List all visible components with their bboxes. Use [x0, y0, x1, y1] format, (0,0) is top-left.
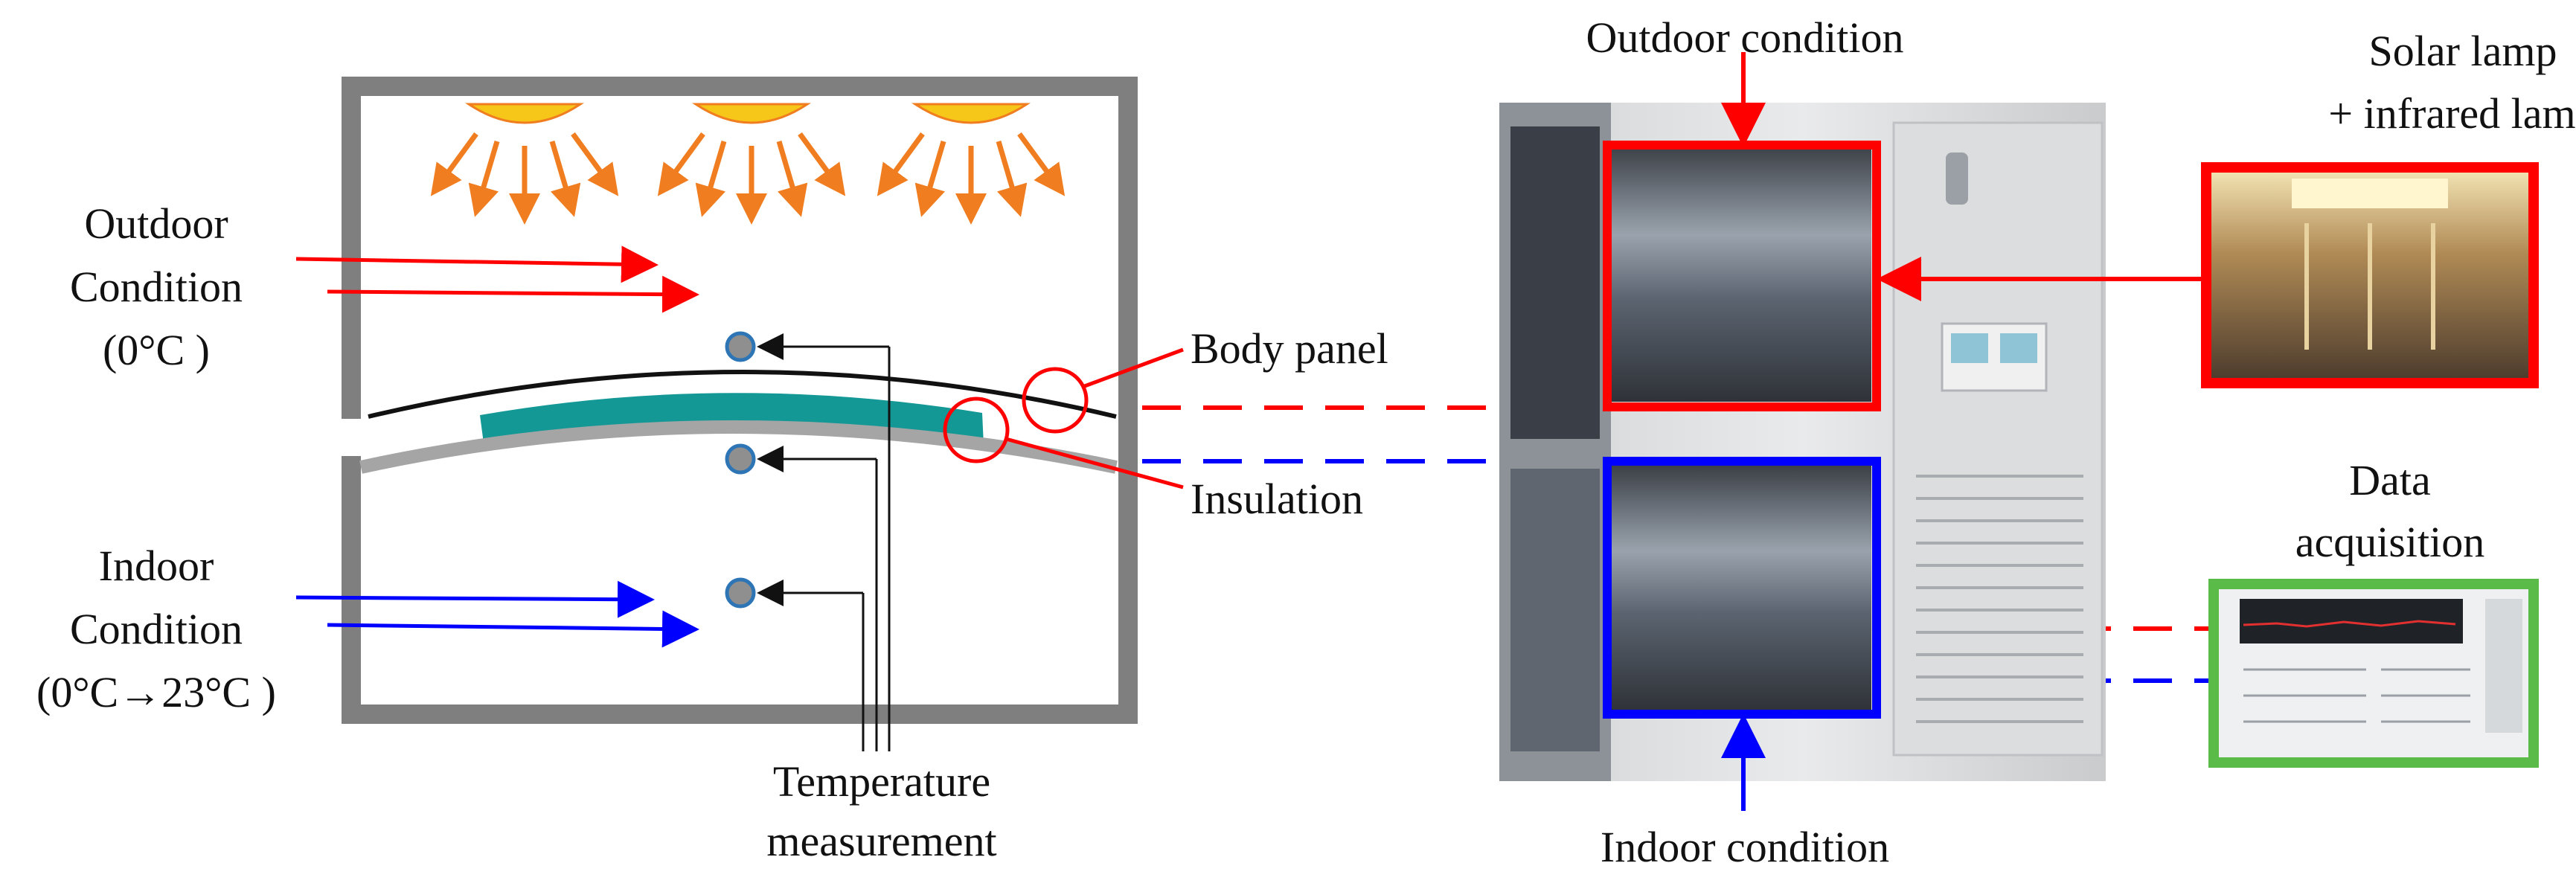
solar-lamp-photo: [2201, 162, 2539, 388]
solar-lamp-label-line-2: + infrared lamp: [2328, 89, 2576, 138]
outdoor-condition-label: Outdoor condition: [1586, 13, 1904, 62]
chamber-schematic: [295, 77, 1184, 751]
outdoor-label-line-2: Condition: [70, 263, 243, 311]
sensor-leader-lines: [757, 333, 891, 751]
body-panel-line: [368, 370, 1117, 419]
temperature-label-line-2: measurement: [766, 817, 996, 865]
light-rays: [430, 132, 1066, 225]
body-panel-label: Body panel: [1191, 324, 1388, 373]
insulation-layer: [480, 393, 984, 445]
temperature-label-line-1: Temperature: [773, 757, 990, 806]
outdoor-label-line-3: (0°C ): [103, 326, 210, 374]
vent-slats: [1916, 475, 2083, 723]
chamber-walls: [342, 77, 1138, 724]
indoor-label-line-3: (0°C→23°C ): [36, 668, 276, 716]
outdoor-label-line-1: Outdoor: [84, 199, 228, 248]
indoor-label-line-1: Indoor: [99, 542, 214, 590]
insulation-label: Insulation: [1191, 475, 1363, 523]
data-acquisition-label-line-1: Data: [2349, 456, 2431, 504]
data-acquisition-photo: [2208, 579, 2539, 768]
solar-lamp-label-line-1: Solar lamp: [2369, 27, 2557, 75]
half-sun-lamp-icon: [465, 103, 1031, 124]
data-acquisition-label-line-2: acquisition: [2295, 518, 2485, 566]
indoor-condition-label: Indoor condition: [1601, 823, 1889, 871]
chamber-photo: [1499, 103, 2106, 781]
callout-markers: [943, 347, 1184, 490]
outdoor-inflow-arrows: [295, 245, 699, 313]
temperature-sensor-icon: [725, 331, 756, 609]
indoor-label-line-2: Condition: [70, 605, 243, 653]
indoor-inflow-arrows: [295, 580, 699, 648]
